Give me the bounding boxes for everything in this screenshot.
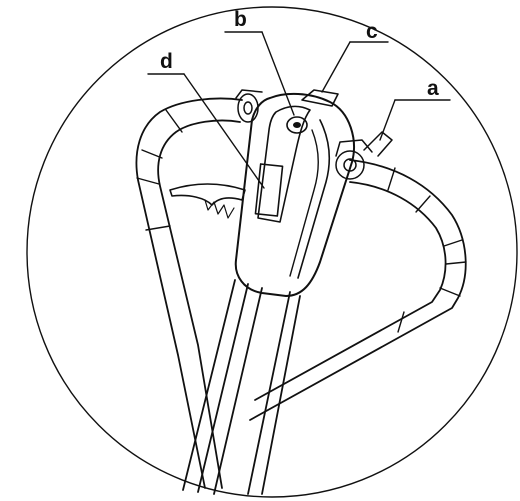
top-cap — [301, 89, 339, 107]
handle-loop-outer-right — [249, 159, 467, 421]
control-knob-inner — [293, 122, 301, 128]
control-head-side-contour-2 — [289, 129, 319, 277]
detail-view-circle — [26, 6, 518, 498]
left-pivot-bolt — [235, 89, 263, 123]
callout-label-d: d — [160, 50, 173, 73]
grip-segments — [136, 109, 467, 333]
callout-leaders — [147, 31, 451, 189]
control-knob — [286, 116, 308, 134]
control-head-body — [234, 92, 355, 297]
release-lever — [169, 183, 246, 206]
callout-label-b: b — [234, 8, 247, 31]
control-head-front-panel — [257, 105, 311, 223]
control-head-side-contour — [297, 119, 331, 279]
handle-loop-inner — [157, 119, 241, 489]
drawbar-shaft — [182, 279, 301, 495]
release-lever-teeth — [204, 199, 235, 219]
right-pivot-bolt — [335, 131, 393, 180]
callout-label-a: a — [427, 77, 439, 100]
callout-label-c: c — [366, 20, 378, 43]
handle-loop-outer — [135, 97, 243, 489]
indicator-window — [254, 163, 284, 217]
handle-loop-inner-right — [254, 181, 447, 401]
